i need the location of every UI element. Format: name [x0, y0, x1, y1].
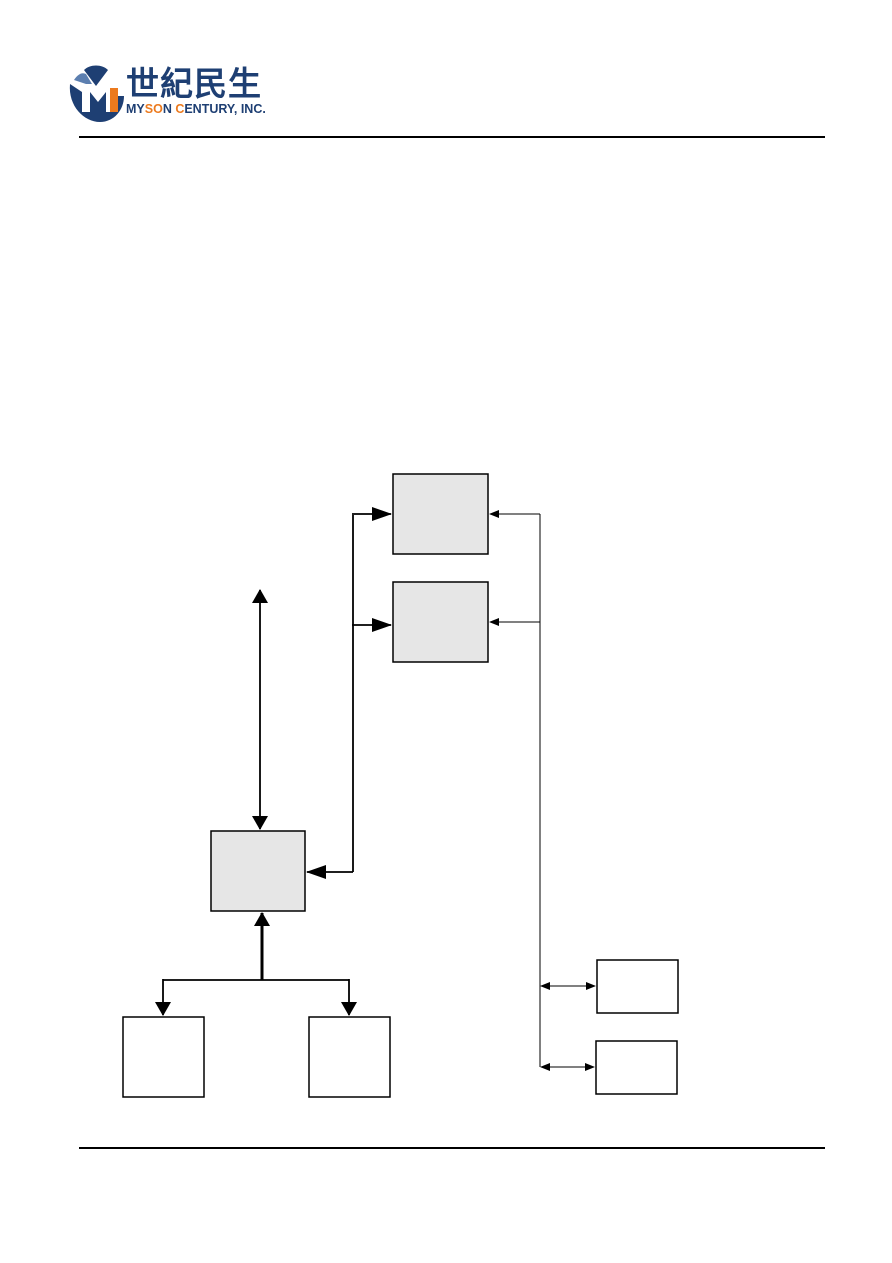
myson-m-logo-icon: [69, 65, 124, 122]
logo-chinese-text: 世紀民生: [126, 64, 262, 103]
top-block-1: [392, 473, 489, 555]
header-divider: [79, 136, 825, 138]
footer-divider: [79, 1147, 825, 1149]
right-block-1: [596, 959, 679, 1014]
right-block-2: [595, 1040, 678, 1095]
bottom-left-block: [122, 1016, 205, 1098]
center-block: [210, 830, 306, 912]
logo-english-text: MYSON CENTURY, INC.: [126, 102, 266, 116]
myson-century-logo: 世紀民生 MYSON CENTURY, INC.: [66, 62, 276, 126]
top-block-2: [392, 581, 489, 663]
bottom-middle-block: [308, 1016, 391, 1098]
